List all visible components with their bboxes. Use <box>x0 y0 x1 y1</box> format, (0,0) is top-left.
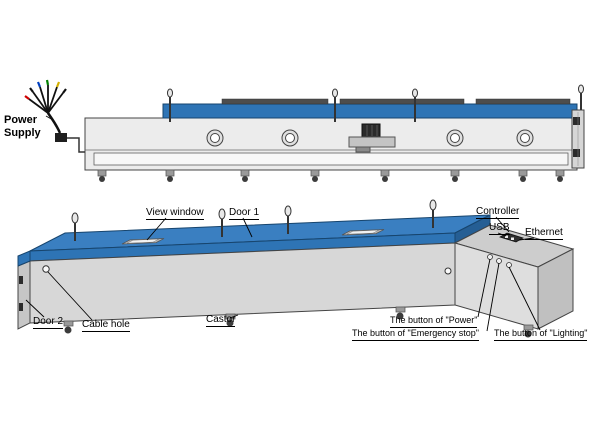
motor-assembly <box>348 123 396 153</box>
controller-label: Controller <box>476 206 520 219</box>
lower-panel <box>93 152 569 166</box>
cable-hole-label: Cable hole <box>82 319 130 332</box>
front-panel-hole <box>444 267 452 275</box>
door-2-top <box>17 250 31 267</box>
door-2-face <box>17 260 31 330</box>
leader-button-emergency <box>486 262 500 332</box>
leader-lines <box>25 216 541 332</box>
lower-machine <box>17 199 575 338</box>
casters-upper <box>97 169 565 182</box>
door-2-hinge-bottom <box>19 303 23 311</box>
leader-castor <box>229 314 239 319</box>
leader-door-2 <box>25 299 45 318</box>
door-1-label: Door 1 <box>229 207 260 220</box>
leader-button-lighting <box>508 266 541 331</box>
view-window-label: View window <box>146 207 204 220</box>
ethernet-port <box>511 237 514 240</box>
view-window-1 <box>121 238 165 245</box>
upper-top-covers <box>221 98 571 105</box>
power-supply-cable <box>24 79 85 153</box>
door-2-hinge-top <box>19 276 23 284</box>
upper-machine <box>24 79 585 182</box>
casters-lower <box>63 306 534 338</box>
latch-pins-upper <box>167 84 584 122</box>
latch-pins-lower <box>71 199 437 241</box>
leader-door-1 <box>242 217 253 238</box>
controller-housing-right <box>537 248 574 330</box>
usb-label: USB <box>489 222 510 235</box>
usb-port <box>505 235 508 238</box>
button-lighting-label: The button of "Lighting" <box>494 328 588 341</box>
leader-button-power <box>477 258 491 318</box>
power-button <box>487 254 493 260</box>
leader-cable-hole <box>47 271 93 321</box>
emergency-stop-button <box>496 258 502 264</box>
button-power-label: The button of "Power" <box>390 315 478 328</box>
leader-controller <box>495 216 510 233</box>
ethernet-label: Ethernet <box>525 227 563 240</box>
door-2-label: Door 2 <box>33 316 64 329</box>
view-window-2 <box>341 229 385 236</box>
port-holes <box>206 129 534 147</box>
upper-right-endcap <box>571 109 585 169</box>
power-supply-label: Power Supply <box>4 114 41 140</box>
castor-label: Castor <box>206 314 236 327</box>
upper-top-lid <box>162 103 578 119</box>
leader-view-window <box>146 217 167 241</box>
lighting-button <box>506 262 512 268</box>
cable-hole <box>42 265 50 273</box>
button-emergency-label: The button of "Emergency stop" <box>352 328 479 341</box>
